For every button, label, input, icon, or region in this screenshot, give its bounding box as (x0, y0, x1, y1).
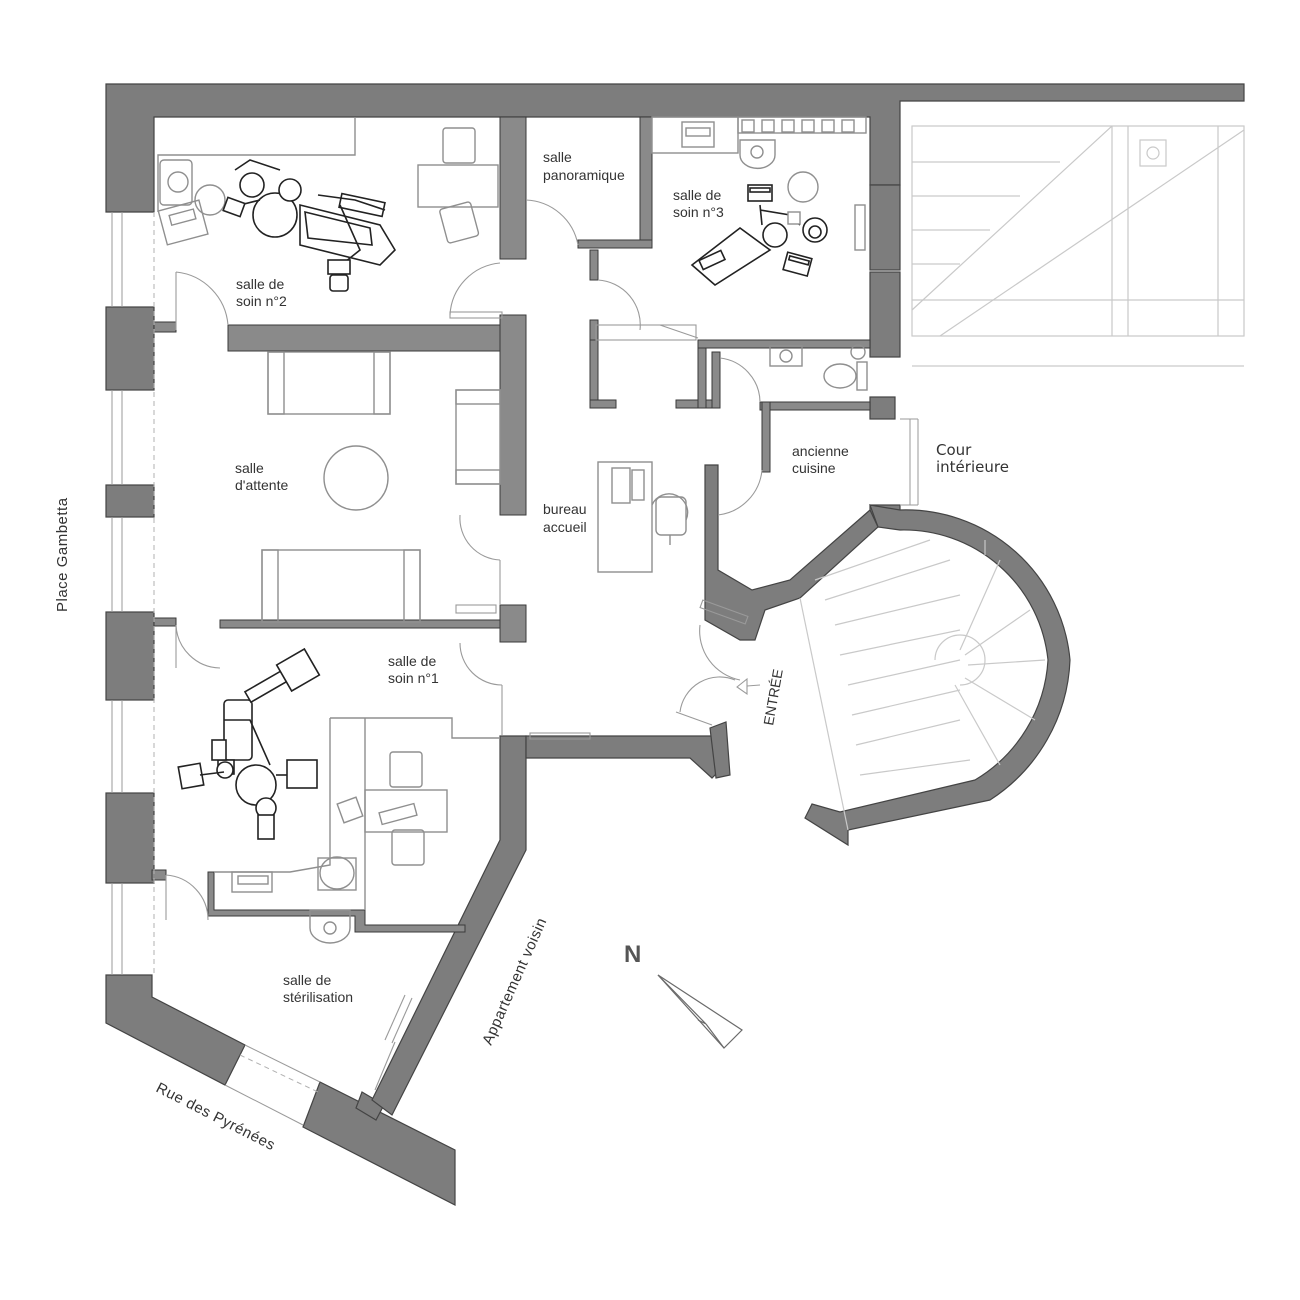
label-sterilisation-line2: stérilisation (283, 989, 353, 1005)
dental-chair-1 (177, 647, 321, 840)
label-sterilisation-line1: salle de (283, 972, 331, 988)
label-panoramique-line2: panoramique (543, 167, 625, 183)
spiral-staircase (799, 539, 1046, 831)
label-appartement-voisin: Appartement voisin (479, 915, 550, 1047)
label-attente-line2: d'attente (235, 477, 288, 493)
label-cour-line1: Cour (936, 441, 972, 459)
label-rue-des-pyrenees: Rue des Pyrénées (153, 1079, 278, 1154)
wc-fixtures (769, 344, 868, 391)
label-cuisine-line2: cuisine (792, 460, 836, 476)
label-cuisine-line1: ancienne (792, 443, 849, 459)
label-soin1-line1: salle de (388, 653, 436, 669)
label-panoramique-line1: salle (543, 149, 572, 165)
soin3-furniture (651, 116, 867, 286)
entrance-arrow-icon (736, 677, 761, 696)
dental-chair-3 (690, 184, 828, 286)
label-entree: ENTRÉE (760, 668, 786, 727)
accueil-furniture (597, 461, 689, 573)
north-label: N (624, 941, 641, 968)
label-attente-line1: salle (235, 460, 264, 476)
label-soin1-line2: soin n°1 (388, 670, 439, 686)
label-soin2-line1: salle de (236, 276, 284, 292)
exterior-walls (105, 83, 1245, 1206)
room-labels: salle de soin n°2 salle panoramique sall… (235, 149, 1009, 1005)
soin1-furniture (177, 647, 500, 944)
adjacent-staircase (911, 125, 1245, 367)
label-cour-line2: intérieure (936, 458, 1009, 476)
label-place-gambetta: Place Gambetta (54, 497, 71, 612)
label-bureau-line2: accueil (543, 519, 587, 535)
dental-chair-2 (222, 159, 397, 292)
label-bureau-line1: bureau (543, 501, 587, 517)
soin2-furniture (157, 117, 499, 292)
label-soin3-line2: soin n°3 (673, 204, 724, 220)
attente-furniture (261, 351, 501, 623)
label-soin3-line1: salle de (673, 187, 721, 203)
interior-partitions (151, 116, 871, 933)
west-windows (111, 212, 919, 1126)
label-soin2-line2: soin n°2 (236, 293, 287, 309)
north-arrow-icon: N (624, 941, 743, 1049)
doors (165, 199, 763, 1091)
